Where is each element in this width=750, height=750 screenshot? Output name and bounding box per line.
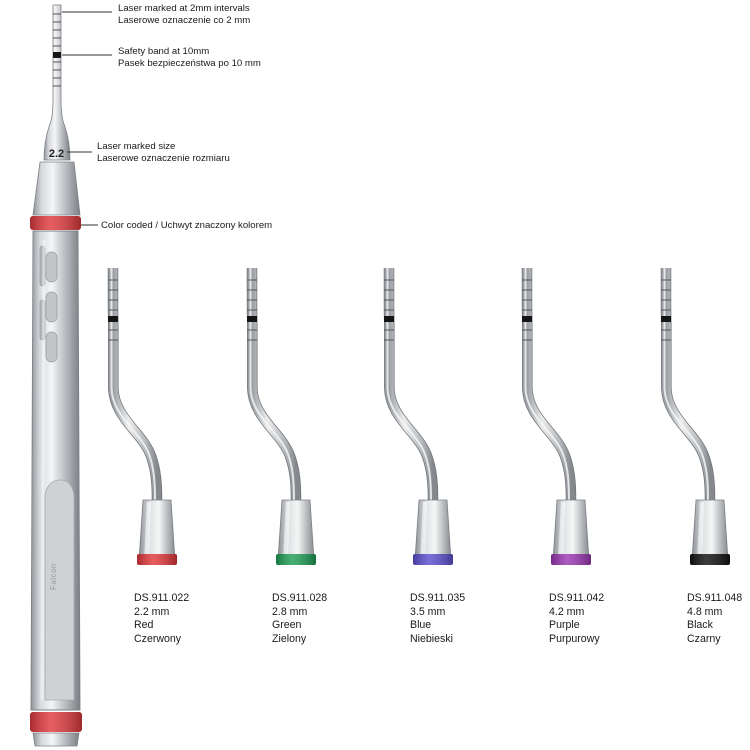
handle-instrument: 2.2: [30, 4, 82, 747]
product-code: DS.911.035: [410, 592, 466, 604]
product-size: 3.5 mm: [410, 605, 446, 618]
color-name-pl: Czarny: [687, 632, 721, 645]
laser-graduations: [53, 13, 61, 87]
brand-logo-text: Falcon: [49, 562, 58, 590]
spec-label-ds-911-048: DS.911.048 4.8 mm Black Czarny: [687, 592, 742, 646]
color-name-pl: Czerwony: [134, 632, 182, 645]
product-size: 4.2 mm: [549, 605, 585, 618]
product-size: 2.2 mm: [134, 605, 170, 618]
product-code: DS.911.022: [134, 592, 190, 604]
color-name-pl: Niebieski: [410, 632, 453, 645]
callout-laser-marks: Laser marked at 2mm intervals Laserowe o…: [118, 3, 251, 26]
callout-laser-size: Laser marked size Laserowe oznaczenie ro…: [97, 141, 230, 164]
spec-label-ds-911-028: DS.911.028 2.8 mm Green Zielony: [272, 592, 327, 646]
color-name-en: Red: [134, 619, 154, 632]
tip-ds-911-028: [247, 268, 316, 565]
tip-ds-911-048: [661, 268, 730, 565]
color-name-en: Purple: [549, 619, 580, 632]
color-name-pl: Zielony: [272, 632, 307, 645]
safety-band: [53, 52, 61, 58]
spec-label-ds-911-022: DS.911.022 2.2 mm Red Czerwony: [134, 592, 189, 646]
product-code: DS.911.028: [272, 592, 328, 604]
spec-label-ds-911-035: DS.911.035 3.5 mm Blue Niebieski: [410, 592, 465, 646]
color-name-en: Green: [272, 619, 302, 632]
product-size: 2.8 mm: [272, 605, 308, 618]
color-name-en: Blue: [410, 619, 432, 632]
spec-label-ds-911-042: DS.911.042 4.2 mm Purple Purpurowy: [549, 592, 604, 646]
tip-ds-911-022: [108, 268, 177, 565]
grip-dimples: [39, 245, 58, 363]
color-name-pl: Purpurowy: [549, 632, 600, 645]
product-size: 4.8 mm: [687, 605, 723, 618]
size-mark: 2.2: [49, 148, 64, 160]
callout-safety-band: Safety band at 10mm Pasek bezpieczeństwa…: [118, 46, 261, 69]
color-name-en: Black: [687, 619, 713, 632]
callout-color-coded: Color coded / Uchwyt znaczony kolorem: [101, 220, 273, 231]
tip-ds-911-042: [522, 268, 591, 565]
product-code: DS.911.042: [549, 592, 605, 604]
tip-ds-911-035: [384, 268, 453, 565]
product-code: DS.911.048: [687, 592, 743, 604]
callout-lines: [62, 11, 112, 226]
